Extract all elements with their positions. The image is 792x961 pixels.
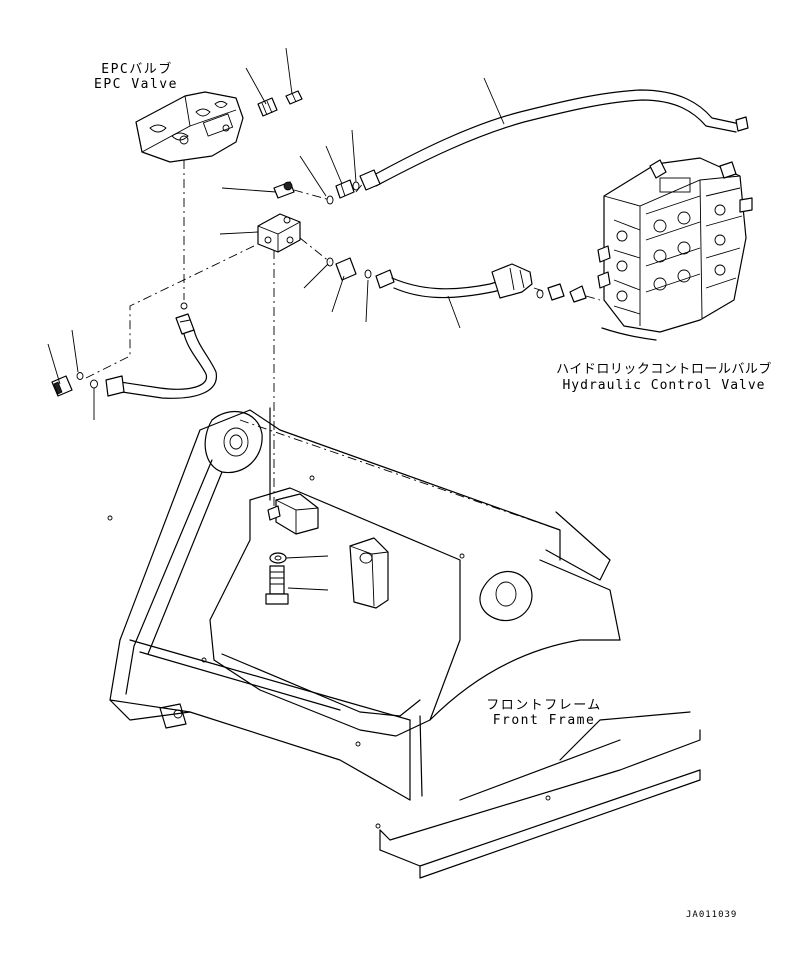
mounting-bracket: [267, 493, 389, 609]
hcv-fittings: [536, 283, 587, 303]
elbow-fitting-top: [273, 181, 295, 199]
hose-left: [105, 302, 217, 399]
hcv-label-en: Hydraulic Control Valve: [562, 378, 766, 393]
epc-valve-label-jp: EPCバルブ: [101, 62, 173, 77]
leader-lines: [47, 47, 505, 591]
hcv-label-jp: ハイドロリックコントロールバルブ: [556, 362, 772, 377]
washer: [269, 552, 287, 564]
mounting-bolt: [265, 565, 289, 605]
assembly-lines: [85, 160, 601, 531]
hose-lower: [326, 257, 533, 299]
drawing-id-label: JA011039: [686, 910, 738, 920]
junction-block: [257, 213, 301, 253]
plug-epc-top: [285, 90, 303, 105]
front-frame-label-jp: フロントフレーム: [486, 698, 602, 713]
adapter-middle: [326, 179, 360, 205]
front-frame-drawing: [107, 407, 701, 879]
left-fitting: [51, 372, 98, 397]
epc-valve-label-en: EPC Valve: [94, 77, 178, 92]
epc-valve-drawing: [135, 91, 244, 163]
front-frame-label-en: Front Frame: [492, 713, 596, 728]
hydraulic-control-valve-drawing: [597, 157, 753, 341]
adapter-epc-top: [257, 97, 278, 117]
hose-upper: [359, 89, 749, 191]
